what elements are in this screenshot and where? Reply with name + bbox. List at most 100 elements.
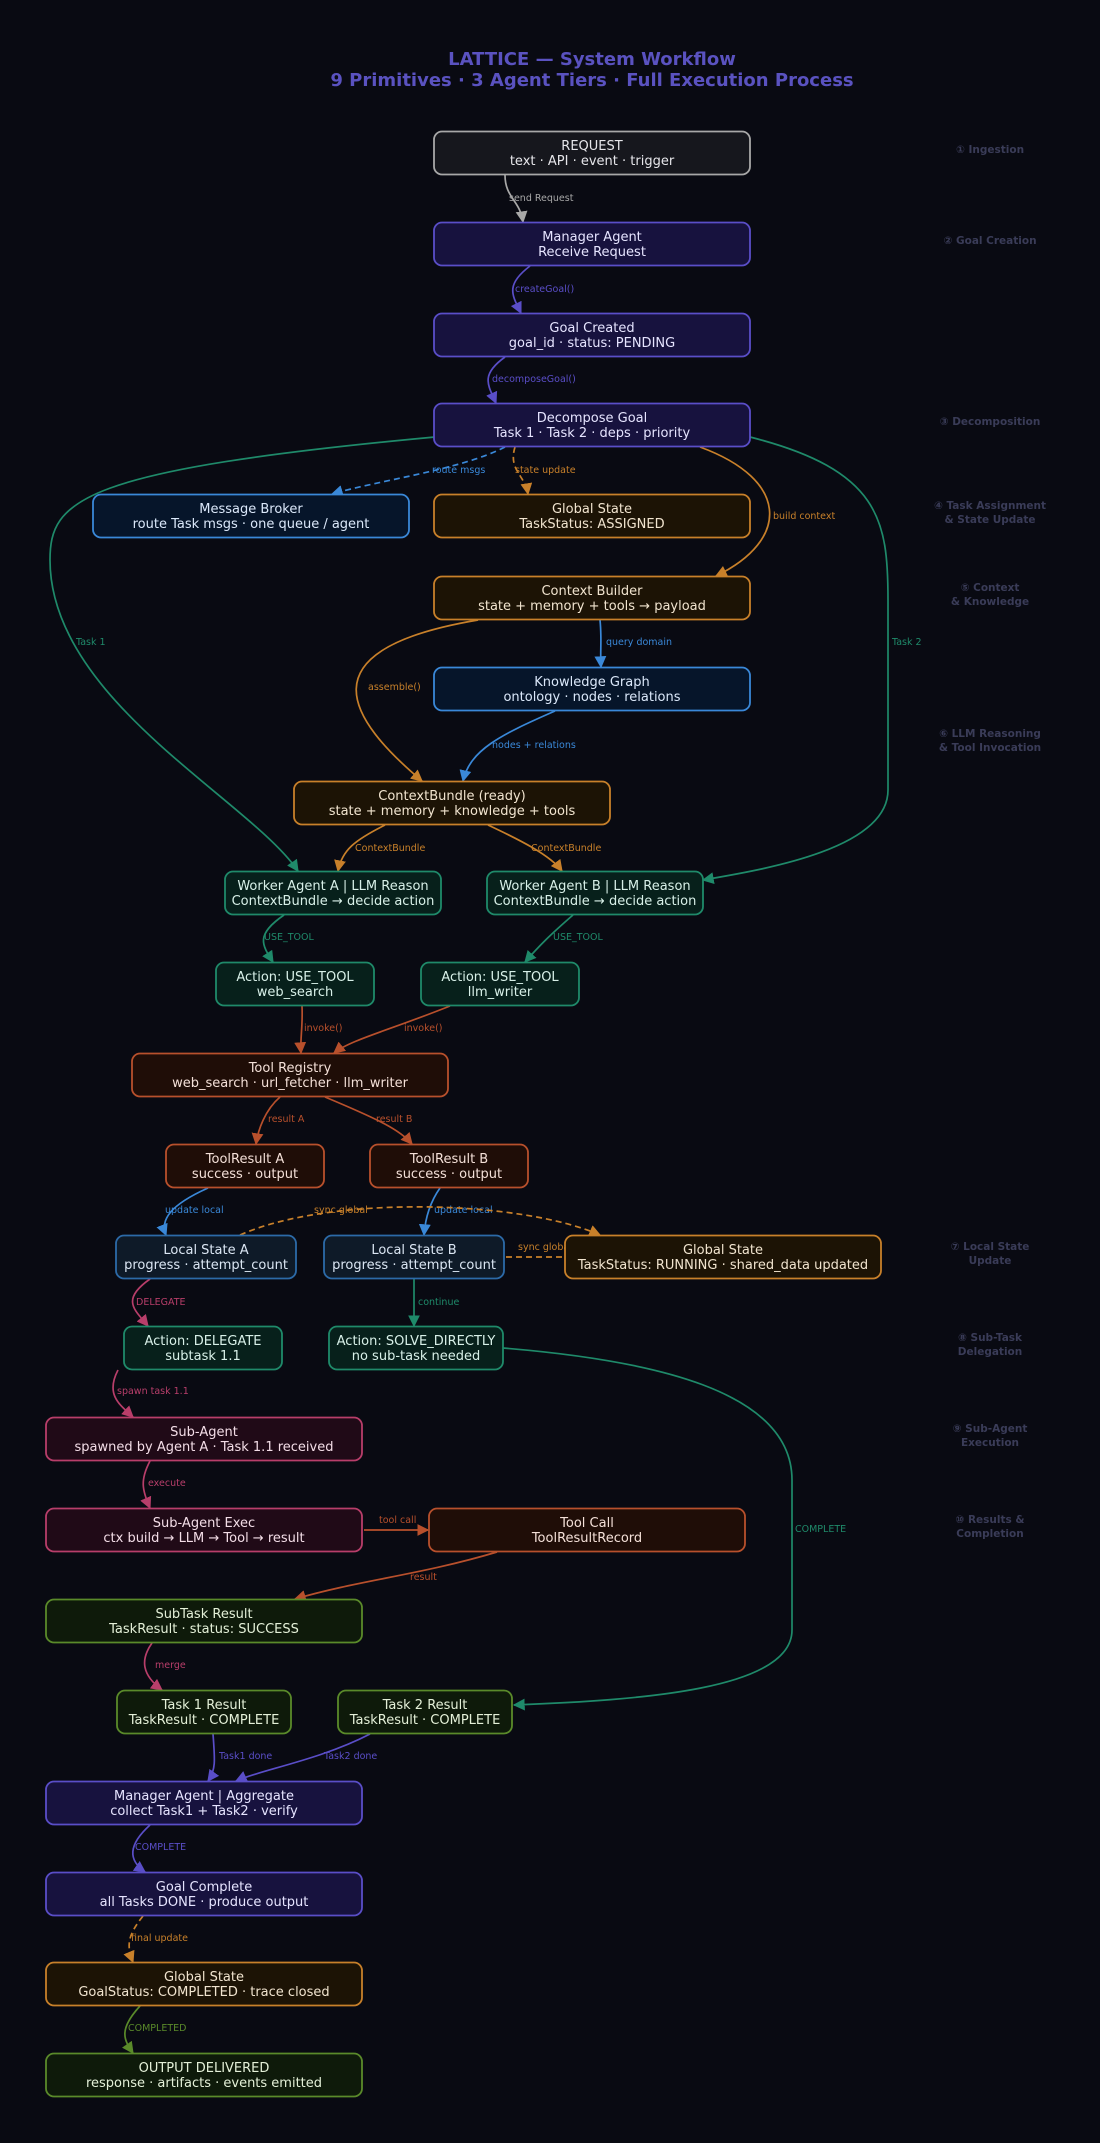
node-title: Sub-Agent — [170, 1425, 238, 1440]
edge-nodes_relations — [459, 710, 556, 783]
node-title: Task 1 Result — [161, 1698, 247, 1713]
node-detail: TaskResult · status: SUCCESS — [108, 1622, 299, 1637]
node-title: Context Builder — [541, 584, 643, 599]
edge-route_msgs — [330, 446, 506, 497]
edge-label-result_b: result B — [376, 1114, 412, 1125]
edge-state_update — [512, 446, 533, 496]
node-detail: state + memory + knowledge + tools — [329, 804, 576, 819]
edge-label-nodes_relations: nodes + relations — [492, 740, 576, 751]
edge-complete_b — [502, 1347, 793, 1711]
node-title: Global State — [683, 1243, 763, 1258]
node-detail: progress · attempt_count — [332, 1258, 496, 1273]
edge-merge — [143, 1642, 163, 1691]
node-title: SubTask Result — [155, 1607, 252, 1622]
edge-label-assemble: assemble() — [368, 682, 421, 693]
edge-label-use_tool_a: USE_TOOL — [264, 932, 314, 943]
edge-label-route_msgs: route msgs — [432, 465, 485, 476]
edge-label-task1: Task 1 — [75, 637, 106, 648]
node-title: Local State B — [371, 1243, 456, 1258]
edge-completed — [122, 2005, 141, 2054]
edge-bundle_a — [334, 824, 386, 873]
node-detail: GoalStatus: COMPLETED · trace closed — [78, 1985, 329, 2000]
node-title: ToolResult B — [409, 1152, 488, 1167]
node-title: ToolResult A — [205, 1152, 285, 1167]
edge-label-query_domain: query domain — [606, 637, 672, 648]
node-title: Manager Agent — [542, 230, 642, 245]
edge-label-continue: continue — [418, 1297, 459, 1308]
node-detail: success · output — [396, 1167, 502, 1182]
edge-update_local_a — [156, 1187, 209, 1237]
edge-use_tool_a — [262, 914, 285, 963]
node-title: Local State A — [163, 1243, 248, 1258]
edge-label-update_local_a: update local — [165, 1205, 224, 1216]
node-title: Tool Call — [559, 1516, 614, 1531]
diagram-title: LATTICE — System Workflow — [448, 49, 736, 70]
edge-label-invoke_a: invoke() — [304, 1023, 343, 1034]
edge-label-merge: merge — [155, 1660, 186, 1671]
node-title: Manager Agent | Aggregate — [114, 1789, 294, 1804]
edge-label-task2_done: Task2 done — [323, 1751, 377, 1762]
edge-invoke_a — [294, 1005, 307, 1055]
node-detail: llm_writer — [468, 985, 533, 1000]
edge-create_goal — [510, 265, 531, 315]
edge-label-task2: Task 2 — [891, 637, 922, 648]
edge-assemble — [355, 619, 479, 782]
edge-label-complete_b: COMPLETE — [795, 1524, 846, 1535]
node-title: Tool Registry — [248, 1061, 332, 1076]
edge-label-final_update: final update — [131, 1933, 188, 1944]
node-title: Global State — [164, 1970, 244, 1985]
node-detail: TaskStatus: ASSIGNED — [518, 517, 664, 532]
stage-label: ⑩ Results &Completion — [955, 1514, 1024, 1540]
node-detail: TaskStatus: RUNNING · shared_data update… — [577, 1258, 868, 1273]
node-detail: state + memory + tools → payload — [478, 599, 706, 614]
node-detail: TaskResult · COMPLETE — [128, 1713, 280, 1728]
node-title: OUTPUT DELIVERED — [139, 2061, 270, 2076]
edge-label-state_update: state update — [515, 465, 576, 476]
node-detail: response · artifacts · events emitted — [86, 2076, 322, 2091]
edge-result_a — [251, 1096, 281, 1146]
edge-label-tool_call: tool call — [379, 1515, 416, 1526]
node-detail: ctx build → LLM → Tool → result — [103, 1531, 304, 1546]
node-detail: ContextBundle → decide action — [494, 894, 697, 909]
edges: send RequestcreateGoal()decomposeGoal()r… — [49, 174, 922, 2054]
node-title: Knowledge Graph — [534, 675, 649, 690]
node-title: Action: SOLVE_DIRECTLY — [337, 1334, 496, 1349]
node-detail: text · API · event · trigger — [510, 154, 675, 169]
node-title: Task 2 Result — [382, 1698, 468, 1713]
node-detail: no sub-task needed — [352, 1349, 481, 1364]
stage-label: ② Goal Creation — [943, 235, 1036, 247]
edge-execute — [140, 1460, 152, 1510]
node-title: Decompose Goal — [537, 411, 648, 426]
node-title: REQUEST — [561, 139, 622, 154]
edge-label-task1_done: Task1 done — [218, 1751, 272, 1762]
node-detail: all Tasks DONE · produce output — [100, 1895, 309, 1910]
edge-bundle_b — [487, 824, 563, 872]
edge-query_domain — [594, 619, 607, 669]
edge-build_context — [699, 446, 771, 577]
edge-label-delegate: DELEGATE — [136, 1297, 186, 1308]
edge-label-complete_agg: COMPLETE — [135, 1842, 186, 1853]
node-detail: route Task msgs · one queue / agent — [133, 517, 370, 532]
edge-label-result: result — [410, 1572, 437, 1583]
node-title: Action: DELEGATE — [144, 1334, 261, 1349]
